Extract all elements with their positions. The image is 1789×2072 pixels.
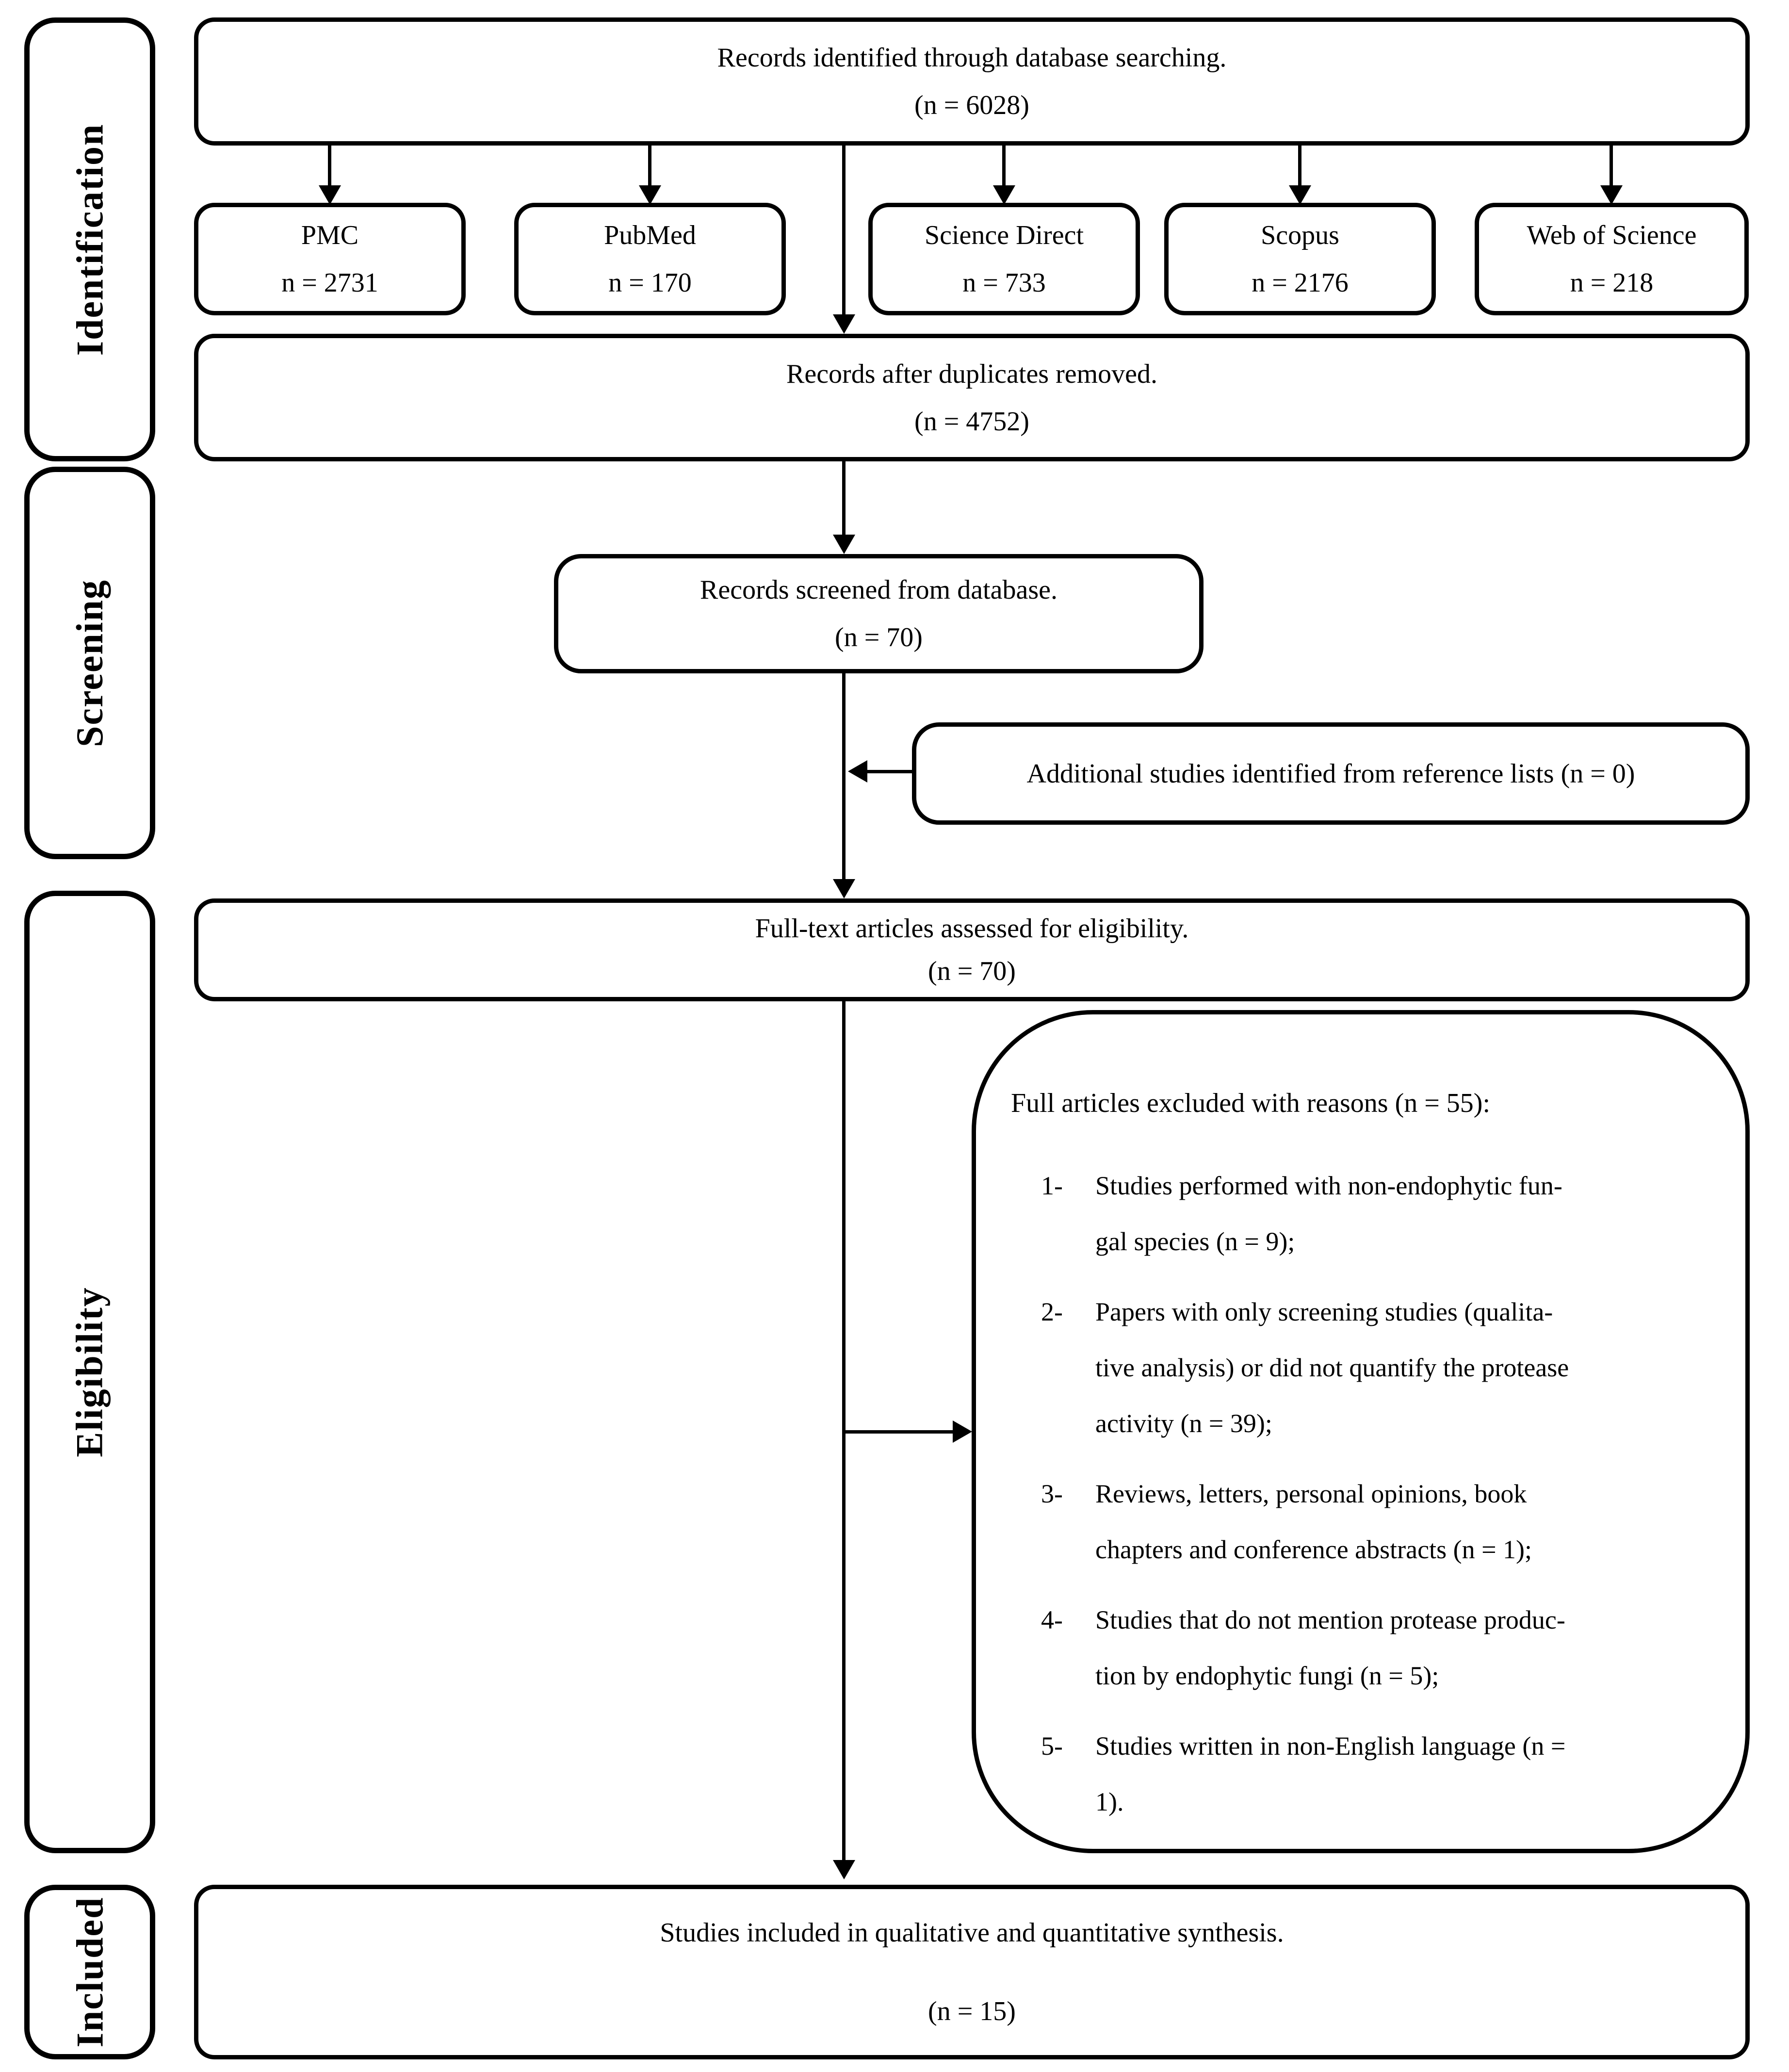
excluded-item-4-text: Studies that do not mention protease pro…: [1095, 1605, 1565, 1690]
excluded-item-1-text: Studies performed with non-endophytic fu…: [1095, 1171, 1562, 1256]
screened-text: Records screened from database.: [700, 575, 1057, 605]
fulltext-text: Full-text articles assessed for eligibil…: [755, 914, 1189, 944]
stage-box-included: Included: [24, 1885, 155, 2059]
excluded-item-4: 4- Studies that do not mention protease …: [1011, 1592, 1713, 1704]
excluded-heading: Full articles excluded with reasons (n =…: [1011, 1088, 1491, 1118]
database-box-webofscience: Web of Science n = 218: [1475, 203, 1749, 315]
database-box-pubmed: PubMed n = 170: [514, 203, 786, 315]
identified-box: Records identified through database sear…: [194, 17, 1750, 146]
excluded-item-3-number: 3-: [1041, 1479, 1063, 1508]
database-count-pmc: n = 2731: [281, 268, 378, 298]
database-name-webofscience: Web of Science: [1527, 220, 1697, 250]
identified-text: Records identified through database sear…: [717, 43, 1227, 73]
included-box: Studies included in qualitative and quan…: [194, 1885, 1750, 2059]
excluded-item-2: 2- Papers with only screening studies (q…: [1011, 1284, 1713, 1452]
stage-label-included: Included: [68, 1896, 111, 2048]
additional-studies-text: Additional studies identified from refer…: [1026, 758, 1635, 789]
database-box-sciencedirect: Science Direct n = 733: [868, 203, 1140, 315]
excluded-reasons-box: Full articles excluded with reasons (n =…: [972, 1010, 1750, 1853]
arrowhead-screened-to-fulltext: [833, 879, 855, 898]
stage-box-identification: Identification: [24, 17, 155, 461]
stage-label-screening: Screening: [68, 579, 111, 747]
database-name-scopus: Scopus: [1261, 220, 1339, 250]
database-name-sciencedirect: Science Direct: [924, 220, 1084, 250]
arrowhead-fulltext-to-included: [833, 1860, 855, 1879]
arrow-line-identified-to-webofscience: [1610, 146, 1613, 188]
fulltext-box: Full-text articles assessed for eligibil…: [194, 898, 1750, 1001]
arrow-line-additional-to-mainflow: [866, 770, 912, 773]
included-text: Studies included in qualitative and quan…: [660, 1918, 1284, 1948]
stage-box-eligibility: Eligibility: [24, 891, 155, 1853]
arrowhead-identified-to-pubmed: [639, 185, 661, 205]
identified-count: (n = 6028): [914, 90, 1029, 120]
arrow-line-identified-to-pubmed: [648, 146, 651, 188]
database-count-sciencedirect: n = 733: [962, 268, 1046, 298]
additional-studies-box: Additional studies identified from refer…: [912, 722, 1750, 825]
database-name-pubmed: PubMed: [604, 220, 696, 250]
excluded-item-3: 3- Reviews, letters, personal opinions, …: [1011, 1466, 1713, 1578]
arrow-line-identified-to-pmc: [328, 146, 331, 188]
excluded-item-3-text: Reviews, letters, personal opinions, boo…: [1095, 1479, 1532, 1564]
arrow-line-fulltext-to-included: [842, 1001, 846, 1861]
deduplicated-box: Records after duplicates removed. (n = 4…: [194, 334, 1750, 461]
included-count: (n = 15): [928, 1996, 1016, 2026]
excluded-item-5-number: 5-: [1041, 1731, 1063, 1761]
arrow-line-screened-to-fulltext: [842, 673, 846, 881]
database-box-pmc: PMC n = 2731: [194, 203, 466, 315]
arrowhead-additional-to-mainflow: [848, 760, 867, 783]
excluded-item-2-text: Papers with only screening studies (qual…: [1095, 1297, 1569, 1438]
arrow-line-identified-to-scopus: [1298, 146, 1301, 188]
excluded-item-1-number: 1-: [1041, 1171, 1063, 1200]
database-box-scopus: Scopus n = 2176: [1164, 203, 1436, 315]
arrowhead-identified-to-pmc: [319, 185, 341, 205]
database-name-pmc: PMC: [301, 220, 359, 250]
stage-box-screening: Screening: [24, 467, 155, 859]
arrowhead-identified-to-sciencedirect: [993, 185, 1015, 205]
database-count-pubmed: n = 170: [608, 268, 692, 298]
deduplicated-text: Records after duplicates removed.: [786, 359, 1158, 389]
database-count-webofscience: n = 218: [1570, 268, 1654, 298]
arrowhead-identified-to-deduplicated: [833, 314, 855, 334]
excluded-item-4-number: 4-: [1041, 1605, 1063, 1634]
screened-box: Records screened from database. (n = 70): [554, 554, 1204, 673]
stage-label-identification: Identification: [68, 123, 111, 356]
screened-count: (n = 70): [835, 622, 923, 653]
database-count-scopus: n = 2176: [1252, 268, 1349, 298]
deduplicated-count: (n = 4752): [914, 406, 1029, 437]
arrowhead-deduplicated-to-screened: [833, 535, 855, 554]
arrowhead-identified-to-webofscience: [1600, 185, 1623, 205]
excluded-item-5: 5- Studies written in non-English langua…: [1011, 1718, 1713, 1830]
excluded-item-1: 1- Studies performed with non-endophytic…: [1011, 1158, 1713, 1270]
arrow-line-identified-to-deduplicated: [842, 146, 846, 316]
arrowhead-identified-to-scopus: [1289, 185, 1311, 205]
excluded-item-2-number: 2-: [1041, 1297, 1063, 1326]
stage-label-eligibility: Eligibility: [68, 1287, 111, 1457]
arrow-line-mainflow-to-excluded: [844, 1430, 955, 1434]
fulltext-count: (n = 70): [928, 956, 1016, 986]
excluded-item-5-text: Studies written in non-English language …: [1095, 1731, 1566, 1816]
arrow-line-identified-to-sciencedirect: [1002, 146, 1006, 188]
arrowhead-mainflow-to-excluded: [953, 1420, 972, 1443]
arrow-line-deduplicated-to-screened: [842, 461, 846, 537]
